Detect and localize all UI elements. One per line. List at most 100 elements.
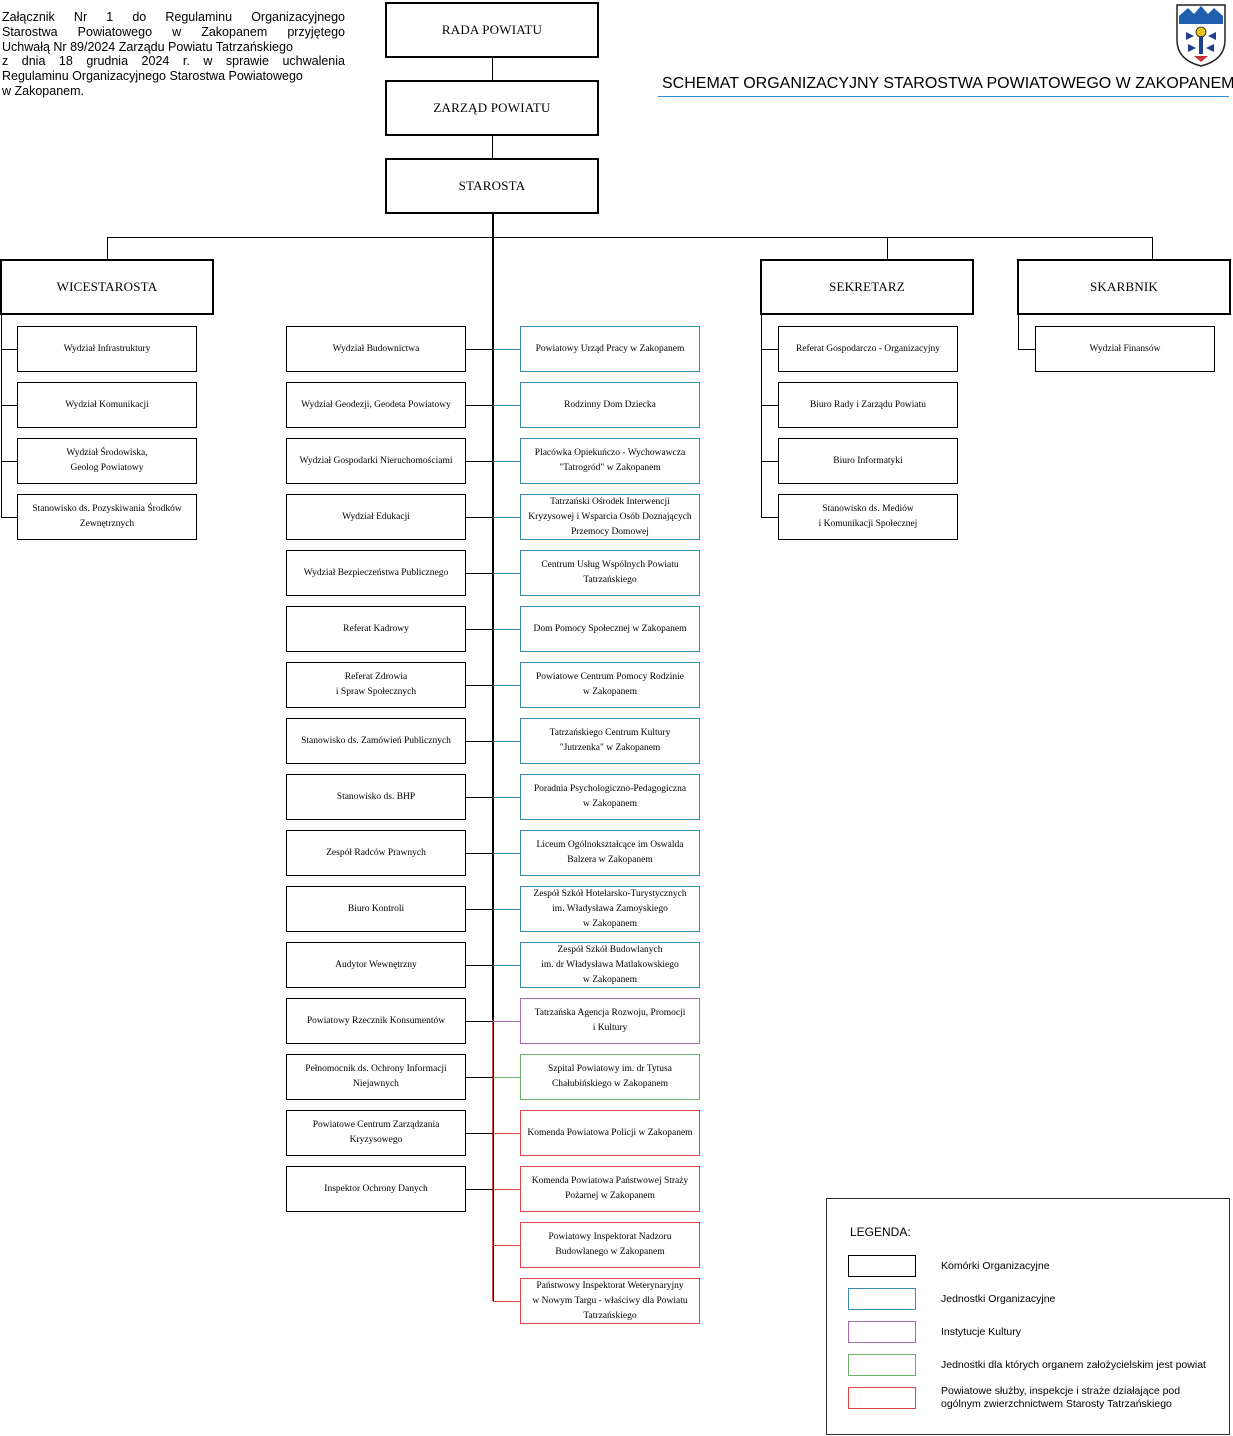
unit-label: Wydział Komunikacji <box>65 398 149 413</box>
unit-label-line: Wydział Finansów <box>1089 343 1161 354</box>
legend-swatch <box>848 1255 916 1277</box>
legend-swatch <box>848 1321 916 1343</box>
connector <box>465 853 493 854</box>
starosta-label: STAROSTA <box>458 178 526 193</box>
starosta-unit: Wydział Budownictwa <box>286 326 466 372</box>
connector <box>761 405 778 406</box>
unit-label-line: w Zakopanem <box>582 974 638 985</box>
starosta-unit: Wydział Edukacji <box>286 494 466 540</box>
unit-label: Wydział Infrastruktury <box>64 342 151 357</box>
legend-label-line: Powiatowe służby, inspekcje i straże dzi… <box>941 1385 1181 1397</box>
connector <box>493 517 520 518</box>
connector <box>493 461 520 462</box>
starosta-unit: Referat Kadrowy <box>286 606 466 652</box>
connector <box>493 1189 520 1190</box>
unit-label-line: w Zakopanem <box>582 687 638 697</box>
sekretarz-unit: Referat Gospodarczo - Organizacyjny <box>778 326 958 372</box>
unit-label: Audytor Wewnętrzny <box>335 958 417 973</box>
starosta-entity: Zespół Szkół Budowlanych im. dr Władysław… <box>520 942 700 988</box>
unit-label-line: Biuro Kontroli <box>347 903 405 914</box>
connector <box>465 461 493 462</box>
legend-label-line: Jednostki Organizacyjne <box>941 1292 1056 1305</box>
connector <box>465 517 493 518</box>
starosta-unit: Audytor Wewnętrzny <box>286 942 466 988</box>
zarzad-powiatu-box: ZARZĄD POWIATU <box>385 80 599 136</box>
sekretarz-unit: Biuro Rady i Zarządu Powiatu <box>778 382 958 428</box>
unit-label-line: im. Władysława Zamoyskiego <box>552 903 668 914</box>
unit-label-line: Inspektor Ochrony Danych <box>324 1183 428 1194</box>
unit-label-line: Wydział Komunikacji <box>65 399 149 410</box>
connector <box>493 405 520 406</box>
connector <box>1 461 17 462</box>
unit-label-line: "Tatrogród" w Zakopanem <box>559 463 661 473</box>
unit-label-line: Wydział Geodezji, Geodeta Powiatowy <box>301 399 451 410</box>
unit-label-line: im. dr Władysława Matlakowskiego <box>541 959 679 970</box>
connector <box>493 629 520 630</box>
legend-label-line: Jednostki dla których organem założyciel… <box>941 1358 1206 1371</box>
connector <box>493 741 520 742</box>
unit-label: Wydział Gospodarki Nieruchomościami <box>300 454 453 469</box>
connector <box>493 797 520 798</box>
legend-label: Komórki Organizacyjne <box>941 1260 1050 1273</box>
skarbnik-unit: Wydział Finansów <box>1035 326 1215 372</box>
unit-label: Biuro Informatyki <box>833 454 902 469</box>
legend-title: LEGENDA: <box>850 1225 911 1239</box>
rada-powiatu-box: RADA POWIATU <box>385 2 599 58</box>
unit-label-line: Stanowisko ds. Mediów <box>822 504 914 514</box>
unit-label-line: i Spraw Społecznych <box>335 687 417 697</box>
unit-label-line: Zespół Szkół Budowlanych <box>557 944 663 955</box>
connector <box>465 1133 493 1134</box>
legend-swatch <box>848 1354 916 1376</box>
legend-label: Jednostki dla których organem założyciel… <box>941 1359 1206 1372</box>
unit-label-line: w Zakopanem <box>582 918 638 929</box>
skarbnik-box: SKARBNIK <box>1017 259 1231 315</box>
unit-label-line: Komenda Powiatowa Policji w Zakopanem <box>527 1127 693 1138</box>
starosta-unit: Inspektor Ochrony Danych <box>286 1166 466 1212</box>
connector <box>465 405 493 406</box>
unit-label-line: Kryzysowego <box>349 1135 403 1145</box>
unit-label-line: Pełnomocnik ds. Ochrony Informacji <box>305 1064 447 1074</box>
unit-label: Zespół Szkół Budowlanych im. dr Władysław… <box>541 943 679 988</box>
unit-label-line: Powiatowy Rzecznik Konsumentów <box>306 1015 446 1026</box>
starosta-unit: Stanowisko ds. BHP <box>286 774 466 820</box>
unit-label-line: Centrum Usług Wspólnych Powiatu <box>541 560 679 570</box>
starosta-entity: Powiatowy Urząd Pracy w Zakopanem <box>520 326 700 372</box>
connector <box>493 1021 520 1022</box>
connector <box>465 349 493 350</box>
starosta-box: STAROSTA <box>385 158 599 214</box>
connector <box>887 237 888 259</box>
unit-label-line: Rodzinny Dom Dziecka <box>564 399 656 410</box>
resolution-note-line: w Zakopanem. <box>2 83 84 98</box>
connector <box>465 685 493 686</box>
connector <box>493 1077 520 1078</box>
unit-label-line: Komenda Powiatowa Państwowej Straży <box>531 1176 689 1186</box>
unit-label-line: Referat Kadrowy <box>343 623 409 634</box>
starosta-unit: Biuro Kontroli <box>286 886 466 932</box>
unit-label-line: Pożarnej w Zakopanem <box>565 1191 655 1201</box>
resolution-note-line: Uchwałą Nr 89/2024 Zarządu Powiatu Tatrz… <box>2 39 293 54</box>
unit-label-line: Biuro Informatyki <box>833 455 903 466</box>
unit-label-line: Powiatowe Centrum Pomocy Rodzinie <box>535 672 685 682</box>
connector <box>493 1301 520 1302</box>
unit-label: Referat Kadrowy <box>343 622 409 637</box>
sekretarz-label: SEKRETARZ <box>829 279 905 294</box>
unit-label-line: Biuro Rady i Zarządu Powiatu <box>809 399 927 410</box>
unit-label: Komenda Powiatowa Policji w Zakopanem <box>527 1126 692 1141</box>
unit-label: Wydział Edukacji <box>342 510 410 525</box>
legend-label-line: Instytucje Kultury <box>941 1325 1021 1338</box>
